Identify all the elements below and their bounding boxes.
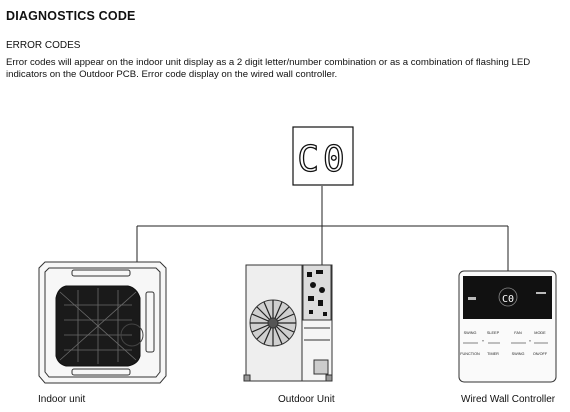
controller-button-label: FUNCTION xyxy=(460,352,480,356)
controller-button-label: SLEEP xyxy=(487,331,500,335)
section-heading: ERROR CODES xyxy=(6,40,81,51)
svg-text:˄: ˄ xyxy=(529,340,532,347)
display-code-text: C0 xyxy=(297,139,348,180)
controller-button-label: SWING xyxy=(512,352,525,356)
controller-button-label: MODE xyxy=(534,331,546,335)
description-text: Error codes will appear on the indoor un… xyxy=(6,57,531,81)
wall-controller-caption: Wired Wall Controller xyxy=(461,394,556,405)
code-display: C0 xyxy=(292,126,354,186)
indoor-unit-caption: Indoor unit xyxy=(38,394,86,405)
controller-button-label: SWING xyxy=(464,331,477,335)
controller-buttons-row2: FUNCTION TIMER SWING ON/OFF xyxy=(460,352,548,356)
indoor-unit-illustration xyxy=(38,261,167,384)
page-title: DIAGNOSTICS CODE xyxy=(6,9,136,23)
controller-button-label: FAN xyxy=(514,331,522,335)
controller-buttons-row1: SWING SLEEP FAN MODE xyxy=(464,331,547,335)
svg-text:˅: ˅ xyxy=(482,340,485,347)
controller-button-label: ON/OFF xyxy=(533,352,548,356)
controller-screen-code: C0 xyxy=(502,294,514,305)
outdoor-unit-illustration xyxy=(243,264,333,382)
wall-controller-illustration: C0 SWING SLEEP FAN MODE ˅ ˄ FUNCTION TIM… xyxy=(458,270,557,383)
controller-button-label: TIMER xyxy=(487,352,499,356)
outdoor-unit-caption: Outdoor Unit xyxy=(278,394,335,405)
